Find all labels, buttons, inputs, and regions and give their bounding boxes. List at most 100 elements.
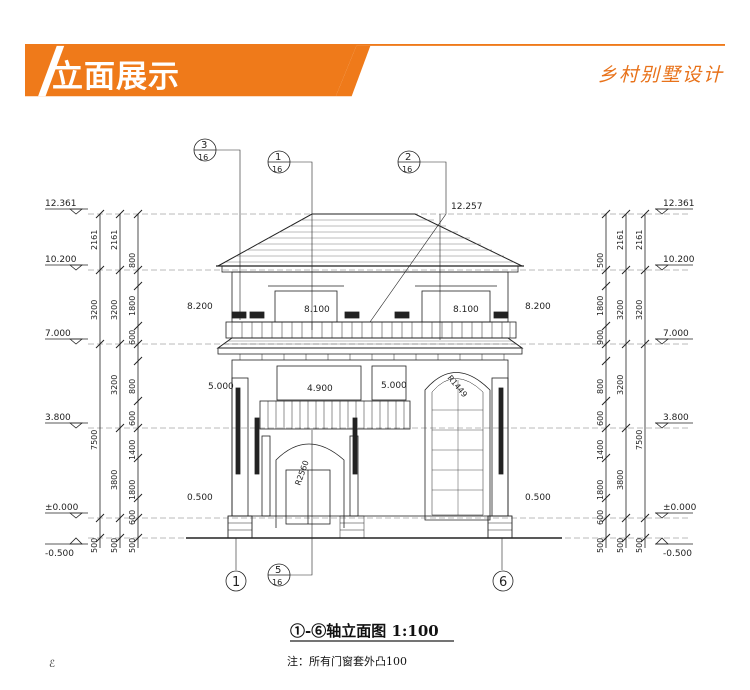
dim-left-inner-8: 500 (128, 538, 137, 553)
planters (231, 311, 509, 319)
callout-leaders (216, 149, 503, 576)
axis-6-label: 6 (499, 575, 507, 590)
level-base-right: 0.500 (525, 493, 551, 503)
roof (216, 213, 524, 340)
dim-left-inner-7: 600 (128, 510, 137, 525)
stone-base (227, 515, 513, 539)
level-3800-right: 3.800 (663, 413, 689, 423)
dim-right-inner-4: 600 (596, 411, 605, 426)
header-slash (38, 45, 65, 97)
drawing-caption: ①-⑥轴立面图 1:100 (290, 622, 439, 640)
level-10200-right: 10.200 (663, 255, 695, 265)
level-base-left: 0.500 (187, 493, 213, 503)
callout-1-num: 1 (275, 152, 281, 163)
dim-right-inner-7: 600 (596, 510, 605, 525)
axis-6-circle (492, 570, 514, 592)
corner-mark: ℰ (49, 659, 56, 670)
upper-floor (225, 271, 517, 339)
dim-left-inner-5: 1400 (128, 440, 137, 460)
dim-right-inner-0: 500 (596, 253, 605, 268)
header-bar (25, 44, 725, 97)
callout-2-den: 16 (402, 165, 412, 174)
dim-right-outer-2: 7500 (635, 430, 644, 450)
level-neg0500-right: -0.500 (663, 549, 692, 559)
radius-window: R1449 (445, 374, 469, 400)
dim-right-inner-3: 800 (596, 379, 605, 394)
dim-right-outer-0: 2161 (635, 230, 644, 250)
level-markers-right (654, 208, 693, 545)
level-window-mid: 4.900 (307, 384, 333, 394)
callout-circles (193, 138, 514, 592)
dim-left-outer-2: 7500 (90, 430, 99, 450)
dim-left-mid-2: 3200 (110, 375, 119, 395)
drawing-note: 注：所有门窗套外凸100 (287, 655, 407, 668)
callout-3-num: 3 (201, 140, 207, 151)
dim-right-mid-3: 3800 (616, 470, 625, 490)
level-10200-left: 10.200 (45, 255, 77, 265)
dim-right-mid-4: 500 (616, 538, 625, 553)
dim-right-inner-5: 1400 (596, 440, 605, 460)
level-ridge: 12.257 (451, 202, 483, 212)
level-window-left: 8.100 (304, 305, 330, 315)
dim-left-mid-1: 3200 (110, 300, 119, 320)
dim-left-inner-2: 600 (128, 330, 137, 345)
level-window-right: 8.100 (453, 305, 479, 315)
dim-right-inner-6: 1800 (596, 480, 605, 500)
dim-right-inner-8: 500 (596, 538, 605, 553)
dim-left-mid-0: 2161 (110, 230, 119, 250)
middle-eave (216, 337, 524, 360)
level-12361-left: 12.361 (45, 199, 77, 209)
right-dimension-chain (601, 209, 650, 548)
dim-left-mid-4: 500 (110, 538, 119, 553)
level-balcony-right: 8.200 (525, 302, 551, 312)
dim-left-inner-3: 800 (128, 379, 137, 394)
header-banner (25, 44, 725, 97)
level-neg0500-left: -0.500 (45, 549, 74, 559)
dim-left-inner-1: 1800 (128, 296, 137, 316)
roof-tiles (226, 219, 514, 263)
dim-left-inner-6: 1800 (128, 480, 137, 500)
level-balcony-left: 8.200 (187, 302, 213, 312)
callout-5-den: 16 (272, 578, 282, 587)
page-title: 立面展示 (52, 59, 180, 95)
level-0000-right: ±0.000 (663, 503, 697, 513)
wall-lamps (235, 387, 504, 475)
axis-1-label: 1 (232, 575, 240, 590)
canopy-railing (259, 400, 411, 430)
ground-floor (227, 359, 513, 539)
mid-window (276, 365, 362, 401)
callout-2-num: 2 (405, 152, 411, 163)
dim-right-mid-1: 3200 (616, 300, 625, 320)
level-canopy-mid: 5.000 (381, 381, 407, 391)
dim-right-outer-3: 500 (635, 538, 644, 553)
dim-right-mid-0: 2161 (616, 230, 625, 250)
dim-right-outer-1: 3200 (635, 300, 644, 320)
dim-left-mid-3: 3800 (110, 470, 119, 490)
axis-1-circle (225, 570, 247, 592)
dim-right-inner-2: 900 (596, 330, 605, 345)
dim-right-inner-1: 1800 (596, 296, 605, 316)
dim-left-inner-0: 800 (128, 253, 137, 268)
entrance-arch (275, 443, 345, 528)
dim-left-outer-3: 500 (90, 538, 99, 553)
upper-railing (225, 321, 517, 339)
dim-left-outer-1: 3200 (90, 300, 99, 320)
callout-3-den: 16 (198, 153, 208, 162)
callout-5-num: 5 (275, 565, 281, 576)
page-subtitle: 乡村别墅设计 (597, 64, 724, 86)
dim-left-outer-0: 2161 (90, 230, 99, 250)
level-12361-right: 12.361 (663, 199, 695, 209)
level-0000-left: ±0.000 (45, 503, 79, 513)
header-tail (335, 45, 371, 97)
callout-1-den: 16 (272, 165, 282, 174)
level-canopy-left: 5.000 (208, 382, 234, 392)
dim-left-inner-4: 600 (128, 411, 137, 426)
level-7000-left: 7.000 (45, 329, 71, 339)
level-7000-right: 7.000 (663, 329, 689, 339)
level-markers-left (45, 208, 88, 545)
dim-right-mid-2: 3200 (616, 375, 625, 395)
level-3800-left: 3.800 (45, 413, 71, 423)
left-dimension-chain (95, 209, 143, 548)
tall-arched-window (424, 372, 491, 521)
